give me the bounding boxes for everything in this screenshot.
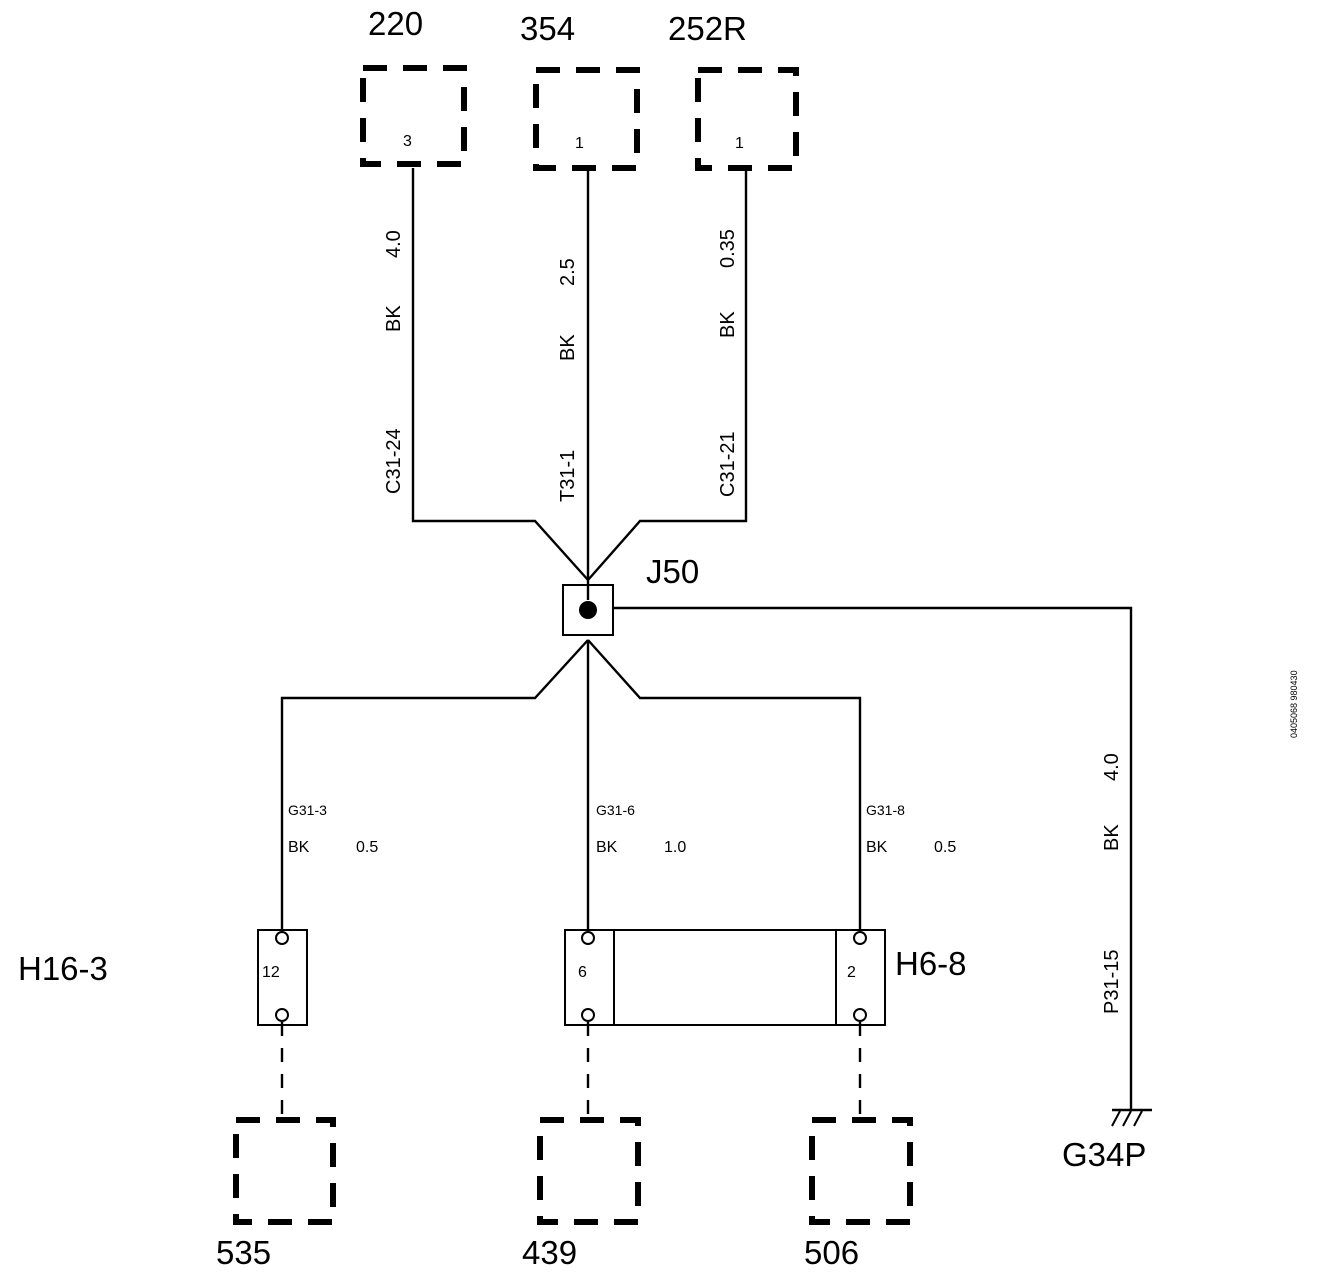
component-506: 506 [804,1117,913,1271]
wire-g31-8-connector: G31-8 [866,802,905,818]
connector-h6-8-pin-right: 2 [847,964,856,981]
component-252r-id: 252R [668,10,747,47]
connector-h16-3-pin: 12 [262,964,280,981]
ground-label: G34P [1062,1136,1146,1173]
wire-g31-6-connector: G31-6 [596,802,635,818]
connector-h6-8-label: H6-8 [895,945,967,982]
component-354-pin: 1 [575,135,584,152]
wire-g31-3-size: 0.5 [356,839,378,856]
reference-code: 0405068 980430 [1289,670,1299,738]
wire-c31-24-size: 4.0 [383,230,405,258]
wire-g31-6-color: BK [596,839,618,856]
component-220-pin: 3 [403,133,412,150]
wire-ground-connector: P31-15 [1101,950,1123,1015]
component-439: 439 [522,1117,641,1271]
wire-c31-24 [411,168,589,581]
wire-g31-8-color: BK [866,839,888,856]
splice-j50: J50 [562,553,699,636]
component-220: 220 3 [360,5,467,167]
wire-t31-1-color: BK [557,334,579,361]
wire-g31-8-size: 0.5 [934,839,956,856]
wire-c31-24-color: BK [383,305,405,332]
splice-label: J50 [646,553,699,590]
wire-c31-21 [587,170,748,581]
splice-dot [579,601,597,619]
connector-h6-8: 6 2 H6-8 [564,929,967,1026]
wire-ground-size: 4.0 [1101,753,1123,781]
wire-ground-color: BK [1101,824,1123,851]
wire-g31-3-connector: G31-3 [288,802,327,818]
wire-ground [613,606,1133,1110]
wire-c31-21-size: 0.35 [717,229,739,268]
wire-g31-3 [280,639,589,930]
component-439-id: 439 [522,1234,577,1271]
wire-g31-6-size: 1.0 [664,839,686,856]
wire-t31-1-size: 2.5 [557,258,579,286]
wire-g31-3-color: BK [288,839,310,856]
component-252r: 252R 1 [668,10,799,171]
component-535-id: 535 [216,1234,271,1271]
wire-c31-21-connector: C31-21 [717,431,739,497]
wire-c31-24-connector: C31-24 [383,428,405,494]
wire-t31-1-connector: T31-1 [557,450,579,502]
component-506-id: 506 [804,1234,859,1271]
component-354-id: 354 [520,10,575,47]
connector-h16-3: 12 H16-3 [18,929,308,1026]
wire-g31-8 [587,639,862,930]
component-252r-pin: 1 [735,135,744,152]
connector-h6-8-pin-left: 6 [578,964,587,981]
component-354: 354 1 [520,10,640,171]
ground-g34p: G34P [1062,1108,1152,1173]
component-220-id: 220 [368,5,423,42]
connector-h16-3-label: H16-3 [18,950,108,987]
wire-c31-21-color: BK [717,311,739,338]
component-535: 535 [216,1117,336,1271]
